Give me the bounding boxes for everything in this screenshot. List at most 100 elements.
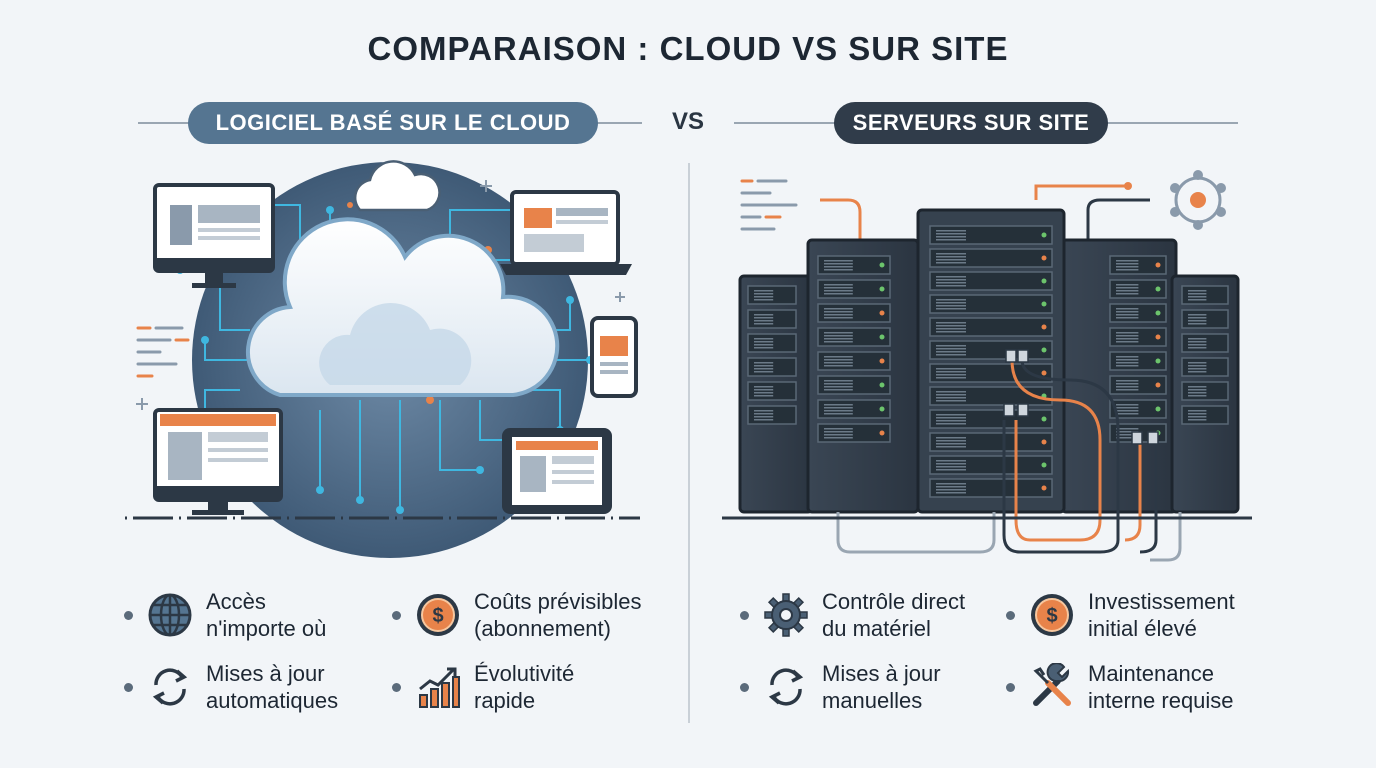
center-divider (688, 163, 690, 723)
rack-vent (824, 269, 853, 271)
rack-vent (824, 380, 853, 382)
rack-vent (754, 299, 774, 301)
rack-unit (929, 478, 1053, 498)
rack-vent (754, 371, 774, 373)
status-led (1041, 439, 1047, 445)
rack-vent (754, 386, 774, 388)
sync-arrows-icon (152, 668, 188, 706)
status-led (1155, 334, 1161, 340)
rack-vent (824, 434, 853, 436)
rack-vent (1188, 392, 1207, 394)
feature-label: Maintenance interne requise (1088, 661, 1234, 713)
rack-vent (1116, 437, 1139, 439)
rack-vent (936, 417, 966, 419)
rack-unit (929, 455, 1053, 475)
rack-vent (824, 308, 853, 310)
feature-cloud-access: Accès n'importe où (124, 588, 326, 642)
rack-unit (929, 363, 1053, 383)
dollar-coin-icon: $ (1031, 594, 1073, 636)
rack-vent (936, 230, 966, 232)
status-led (1041, 485, 1047, 491)
globe-icon (148, 593, 192, 637)
rack-vent (1116, 260, 1139, 262)
rack-unit (817, 399, 891, 419)
rack-vent (1188, 386, 1207, 388)
rack-vent (936, 423, 966, 425)
rack-vent (1116, 293, 1139, 295)
rack-vent (1116, 383, 1139, 385)
rack-vent (824, 266, 853, 268)
rack-unit (929, 432, 1053, 452)
rack-vent (1188, 299, 1207, 301)
rack-vent (1188, 296, 1207, 298)
rack-vent (1116, 314, 1139, 316)
rack-unit (747, 357, 797, 377)
rack-vent (824, 260, 853, 262)
cloud-illustration (125, 160, 640, 558)
desktop-monitor-icon-2 (153, 408, 283, 515)
rack-vent (1116, 365, 1139, 367)
code-lines-decoration (136, 326, 190, 378)
rack-vent (1116, 386, 1139, 388)
rack-vent (824, 404, 853, 406)
rack-vent (936, 302, 966, 304)
rack-vent (754, 317, 774, 319)
rack-unit (817, 327, 891, 347)
rack-vent (936, 394, 966, 396)
rack-vent (824, 287, 853, 289)
rack-vent (754, 413, 774, 415)
rack-vent (936, 440, 966, 442)
rack-unit (1181, 333, 1229, 353)
feature-label: Contrôle direct du matériel (822, 589, 966, 641)
rack-vent (1116, 317, 1139, 319)
rack-unit (747, 309, 797, 329)
rack-vent (936, 259, 966, 261)
rack-vent (1116, 332, 1139, 334)
rack-vent (1188, 320, 1207, 322)
desktop-monitor-icon (153, 183, 275, 288)
rack-vent (754, 344, 774, 346)
status-led (1155, 406, 1161, 412)
rack-vent (1116, 380, 1139, 382)
rack-vent (1116, 290, 1139, 292)
status-led (1155, 382, 1161, 388)
rack-vent (754, 395, 774, 397)
rack-vent (754, 293, 774, 295)
rack-vent (936, 420, 966, 422)
status-led (879, 406, 885, 412)
rack-vent (936, 262, 966, 264)
rack-vent (1116, 263, 1139, 265)
status-led (1041, 324, 1047, 330)
rack-vent (824, 290, 853, 292)
rack-vent (1116, 404, 1139, 406)
dollar-coin-icon: $ (417, 594, 459, 636)
rack-vent (1188, 290, 1207, 292)
rack-vent (1188, 317, 1207, 319)
status-led (1155, 262, 1161, 268)
rack-vent (936, 279, 966, 281)
status-led (879, 430, 885, 436)
rack-vent (824, 293, 853, 295)
rack-unit (817, 423, 891, 443)
rack-vent (824, 341, 853, 343)
rack-vent (936, 414, 966, 416)
rack-vent (1116, 287, 1139, 289)
rack-units (747, 225, 1229, 498)
rack-vent (936, 348, 966, 350)
status-led (1041, 347, 1047, 353)
rack-vent (824, 407, 853, 409)
rack-vent (754, 347, 774, 349)
status-led (879, 310, 885, 316)
bullet (124, 682, 133, 692)
rack-vent (936, 443, 966, 445)
rack-vent (1188, 344, 1207, 346)
rack-vent (754, 419, 774, 421)
rack-unit (747, 333, 797, 353)
rack-vent (1116, 431, 1139, 433)
status-led (1041, 370, 1047, 376)
smartphone-icon (590, 316, 638, 398)
svg-text:$: $ (1046, 605, 1057, 627)
rack-vent (1116, 308, 1139, 310)
rack-vent (824, 317, 853, 319)
rack-vent (1116, 341, 1139, 343)
